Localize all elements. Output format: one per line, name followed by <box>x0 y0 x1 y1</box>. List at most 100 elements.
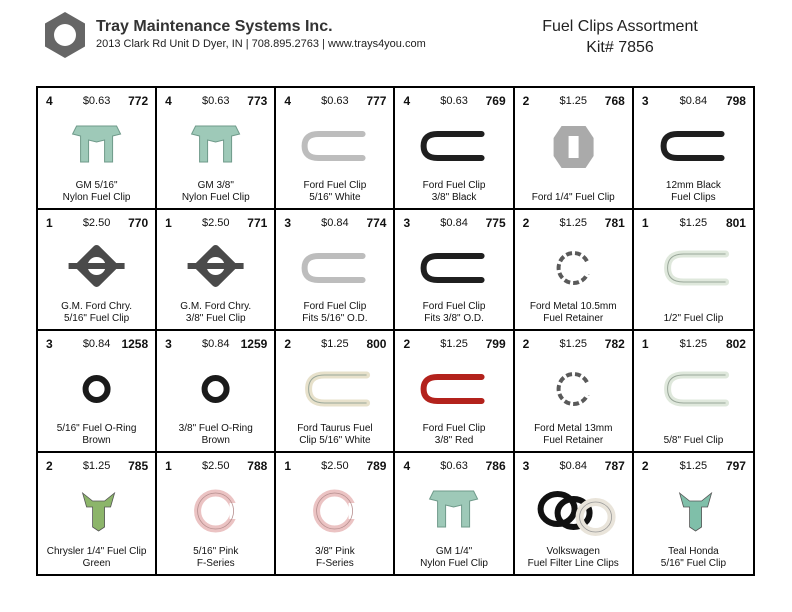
part-description: Ford 1/4" Fuel Clip <box>517 192 630 204</box>
hairpin-clip-icon <box>634 112 753 178</box>
part-description-line2: Nylon Fuel Clip <box>420 558 488 569</box>
part-number: 801 <box>725 215 746 230</box>
metal-retainer-icon <box>515 234 632 300</box>
part-number: 789 <box>366 458 387 473</box>
part-price: $1.25 <box>82 459 111 472</box>
part-quantity: 2 <box>46 458 53 473</box>
part-cell-802: 1 $1.25 802 5/8" Fuel Clip <box>633 331 753 453</box>
part-description-line2: Brown <box>82 434 111 446</box>
part-description-line2: Fits 3/8" O.D. <box>424 313 484 324</box>
part-quantity: 2 <box>403 337 411 351</box>
square-clip-icon <box>38 234 155 300</box>
part-number: 785 <box>128 458 149 473</box>
part-quantity: 3 <box>284 215 292 230</box>
part-price: $2.50 <box>321 459 349 472</box>
part-description-line1: Ford Fuel Clip <box>422 179 486 191</box>
part-description-line2: 5/16" Fuel Clip <box>660 558 727 569</box>
hairpin-clip-icon <box>276 234 393 300</box>
part-quantity: 1 <box>641 337 649 351</box>
part-quantity: 1 <box>641 215 649 230</box>
part-price: $1.25 <box>679 338 708 350</box>
part-description-line2: Fuel Filter Line Clips <box>527 558 619 569</box>
part-quantity: 1 <box>284 458 292 473</box>
part-description-line2: 3/8" Red <box>434 434 474 446</box>
part-description-line2: Fuel Retainer <box>543 313 604 324</box>
hairpin-clip-icon <box>395 234 512 300</box>
part-quantity: 2 <box>522 337 530 351</box>
part-price: $2.50 <box>82 216 111 229</box>
part-description: GM 1/4"Nylon Fuel Clip <box>397 546 510 570</box>
part-description-line1: Ford Fuel Clip <box>303 301 367 312</box>
part-number: 798 <box>725 94 746 108</box>
part-description-line1: G.M. Ford Chry. <box>180 301 252 312</box>
part-description-line2: 5/16" Fuel Clip <box>63 313 130 324</box>
company-logo <box>45 12 85 58</box>
part-number: 1259 <box>240 337 268 351</box>
part-price: $0.84 <box>82 338 111 350</box>
part-description-line1: GM 5/16" <box>75 179 118 191</box>
company-name: Tray Maintenance Systems Inc. <box>96 18 333 35</box>
part-description-line2: 3/8" Fuel Clip <box>185 313 246 324</box>
part-number: 782 <box>604 337 625 351</box>
part-description-line2: F-Series <box>316 558 354 569</box>
part-description-line1: 5/16" Pink <box>193 546 239 557</box>
flat-clip-icon <box>515 112 632 178</box>
f-series-clip-icon <box>276 477 393 543</box>
part-number: 772 <box>128 94 149 108</box>
part-quantity: 3 <box>46 337 53 351</box>
part-description-line1: 5/8" Fuel Clip <box>663 434 724 446</box>
kit-number: Kit# 7856 <box>586 39 654 56</box>
part-quantity: 3 <box>403 215 411 230</box>
part-number: 797 <box>725 458 746 473</box>
part-number: 786 <box>485 458 506 473</box>
part-number: 775 <box>485 215 506 230</box>
part-quantity: 1 <box>46 215 53 230</box>
part-price: $0.84 <box>201 338 230 350</box>
winged-clip-icon <box>634 477 753 543</box>
part-description-line2: 3/8" Black <box>431 191 477 203</box>
part-description-line1: Ford Fuel Clip <box>422 301 486 312</box>
part-description-line1: 3/8" Fuel O-Ring <box>178 422 253 434</box>
part-description-line1: Ford 1/4" Fuel Clip <box>531 191 615 203</box>
part-price: $0.84 <box>679 95 708 107</box>
part-description-line2: F-Series <box>196 558 235 569</box>
part-description-line2: Fuel Clips <box>671 191 716 203</box>
part-description-line1: 12mm Black <box>665 179 721 191</box>
part-price: $1.25 <box>559 95 587 107</box>
part-description-line1: Ford Metal 10.5mm <box>529 301 617 312</box>
part-price: $2.50 <box>201 459 230 472</box>
part-quantity: 2 <box>522 94 530 108</box>
part-price: $0.63 <box>440 95 468 107</box>
part-quantity: 2 <box>284 337 292 351</box>
part-quantity: 3 <box>165 337 172 351</box>
square-clip-icon <box>157 234 274 300</box>
part-number: 802 <box>725 337 746 351</box>
vw-clips-icon <box>515 477 632 543</box>
part-description-line2: Fits 5/16" O.D. <box>302 313 368 324</box>
